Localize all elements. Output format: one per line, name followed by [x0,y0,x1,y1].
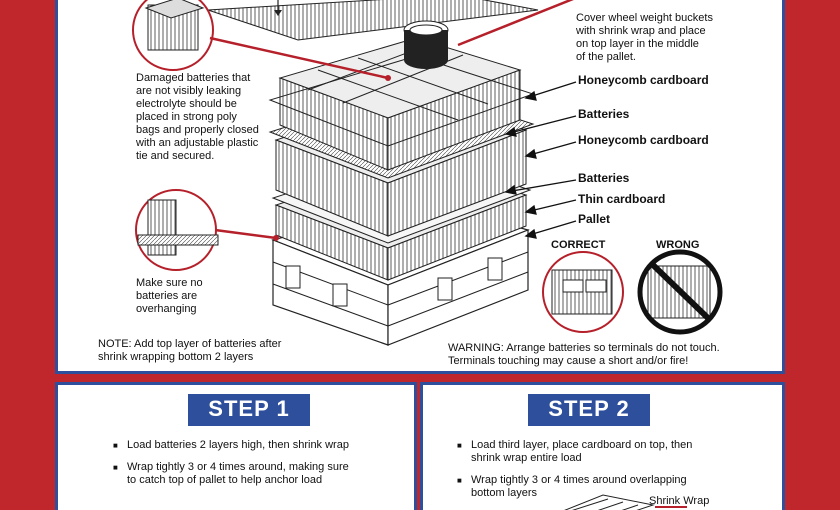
layer-arrows [504,81,577,239]
wrong-label: WRONG [656,239,700,251]
damaged-line-5: bags and properly closed [136,124,259,136]
step-2-bullet-2-line-2: bottom layers [471,487,538,499]
damaged-line-4: placed in strong poly [136,111,237,123]
cover-buckets-line-2: with shrink wrap and place [576,25,706,37]
warning-line-1: WARNING: Arrange batteries so terminals … [448,342,720,354]
overhang-line-1: Make sure no [136,277,203,289]
note-line-1: NOTE: Add top layer of batteries after [98,338,282,350]
battery-stack [268,20,535,281]
shrink-wrap-sheet [207,0,539,41]
cover-buckets-line-4: of the pallet. [576,51,636,63]
step-2-wrap-illustration [564,494,687,510]
step-2-panel: STEP 2 Load third layer, place cardboard… [420,382,785,510]
damaged-battery-inset [132,0,391,81]
damaged-line-2: are not visibly leaking [136,85,242,97]
label-honeycomb-mid: Honeycomb cardboard [578,133,709,147]
step-2-title: STEP 2 [528,394,650,426]
overhang-line-2: batteries are [136,290,198,302]
note-line-2: shrink wrapping bottom 2 layers [98,351,254,363]
loading-diagram-panel: Cover wheel weight buckets with shrink w… [55,0,785,374]
step-2-bullet-1-line-1: Load third layer, place cardboard on top… [457,439,692,452]
correct-label: CORRECT [551,239,606,251]
step-1-title: STEP 1 [188,394,310,426]
step-2-bullet-2-line-1: Wrap tightly 3 or 4 times around overlap… [457,474,687,487]
step-2-bullet-1-line-2: shrink wrap entire load [471,452,582,464]
overhang-inset [135,189,279,271]
shrink-wrap-label: Shrink Wrap [649,495,710,507]
label-thin-cardboard: Thin cardboard [578,192,666,206]
pallet-illustration [132,0,723,346]
cover-buckets-line-3: on top layer in the middle [576,38,699,50]
step-1-bullet-2-line-2: to catch top of pallet to help anchor lo… [127,474,323,486]
label-pallet: Pallet [578,212,611,226]
cover-buckets-line-1: Cover wheel weight buckets [576,12,713,24]
step-1-panel: STEP 1 Load batteries 2 layers high, the… [55,382,417,510]
step-1-bullet-1: Load batteries 2 layers high, then shrin… [113,439,349,452]
damaged-line-6: with an adjustable plastic [136,137,259,149]
damaged-line-3: electrolyte should be [136,98,237,110]
wrong-example [637,249,723,335]
correct-example [542,251,624,333]
step-1-bullet-2-line-1: Wrap tightly 3 or 4 times around, making… [113,461,349,474]
label-honeycomb-top: Honeycomb cardboard [578,73,709,87]
label-batteries-bottom: Batteries [578,171,630,185]
damaged-line-7: tie and secured. [136,150,215,162]
bucket-callout-line [457,0,574,47]
label-batteries-top: Batteries [578,107,630,121]
damaged-line-1: Damaged batteries that [136,72,251,84]
warning-line-2: Terminals touching may cause a short and… [448,355,689,367]
overhang-line-3: overhanging [136,303,197,315]
